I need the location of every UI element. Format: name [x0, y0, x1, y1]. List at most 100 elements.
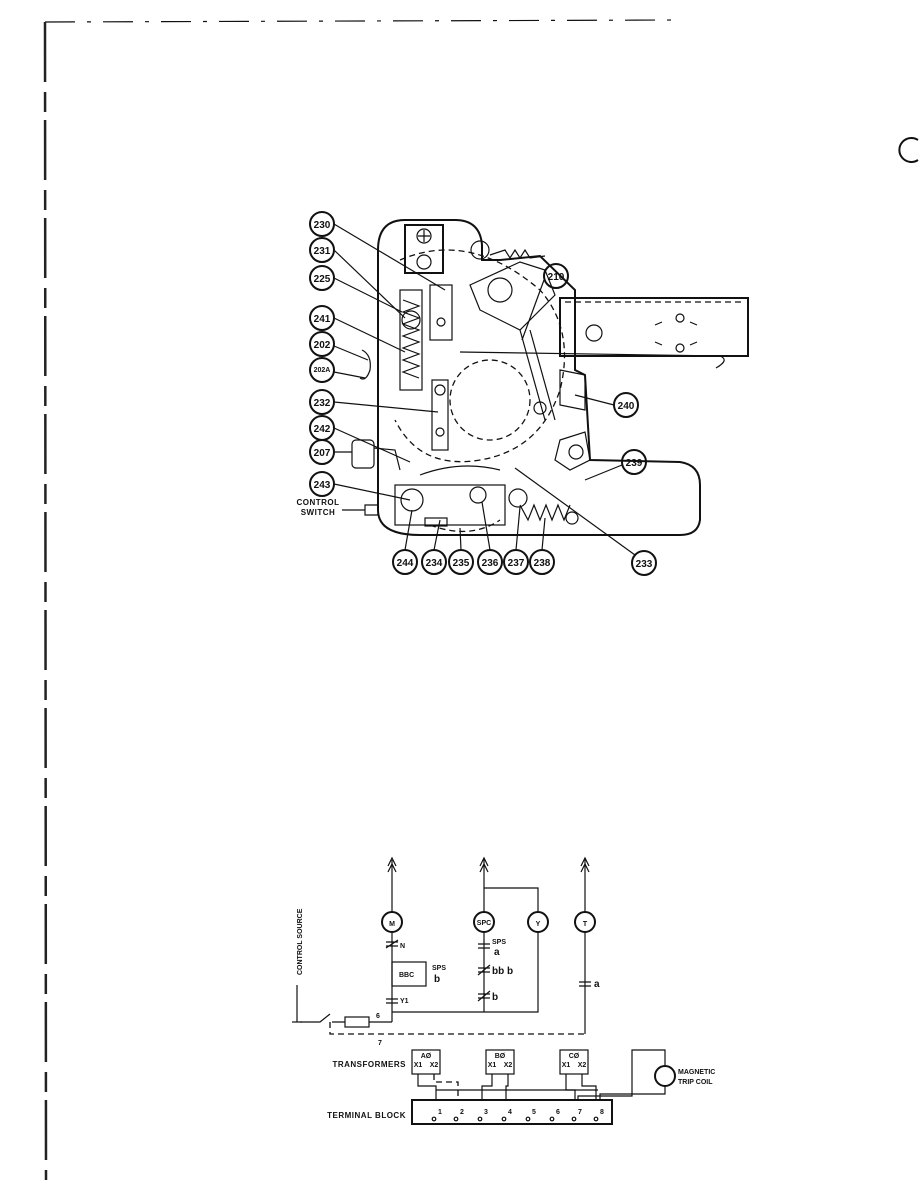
- callouts-bottom: 244 234 235 236 237 238: [392, 549, 555, 575]
- transformer-a: AØ X1 X2: [411, 1049, 441, 1075]
- cam-outline: [394, 249, 566, 463]
- svg-text:202A: 202A: [314, 367, 331, 374]
- coil-t: T: [574, 911, 596, 933]
- svg-text:T: T: [583, 921, 588, 928]
- callout-236: 236: [477, 549, 503, 575]
- svg-text:bb b: bb b: [492, 966, 513, 977]
- callout-237: 237: [503, 549, 529, 575]
- scan-border: [43, 19, 919, 1181]
- svg-text:b: b: [434, 974, 440, 985]
- svg-text:238: 238: [534, 558, 551, 569]
- link-232: [431, 379, 449, 451]
- svg-text:207: 207: [314, 448, 331, 459]
- svg-text:202: 202: [314, 340, 331, 351]
- svg-text:BØ: BØ: [495, 1053, 506, 1060]
- svg-text:X1: X1: [488, 1062, 497, 1069]
- svg-text:242: 242: [314, 424, 331, 435]
- callout-244: 244: [392, 549, 418, 575]
- terminal-numbers: 1 2 3 4 5 6 7 8: [438, 1109, 604, 1116]
- coil-spc: SPC: [473, 911, 495, 933]
- callout-202: 202: [309, 331, 335, 357]
- svg-text:CØ: CØ: [569, 1053, 580, 1060]
- callout-202a: 202A: [309, 357, 335, 383]
- bottom-frame: [394, 484, 506, 526]
- svg-text:236: 236: [482, 558, 499, 569]
- svg-text:X1: X1: [562, 1062, 571, 1069]
- callouts-left: 230 231 225 241 202 202A 232 242 207 243: [309, 211, 335, 497]
- svg-text:SWITCH: SWITCH: [301, 508, 336, 517]
- closing-spring: [401, 299, 421, 379]
- wiring-diagram: CONTROL SOURCE M N BBC SPS b Y1 6 7 SPC …: [292, 856, 715, 1125]
- svg-text:TRIP COIL: TRIP COIL: [678, 1079, 713, 1086]
- svg-text:5: 5: [532, 1109, 536, 1116]
- callout-232: 232: [309, 389, 335, 415]
- callout-235: 235: [448, 549, 474, 575]
- svg-text:b: b: [492, 992, 498, 1003]
- callout-240: 240: [613, 392, 639, 418]
- svg-text:X1: X1: [414, 1062, 423, 1069]
- svg-text:a: a: [494, 947, 500, 958]
- svg-text:4: 4: [508, 1109, 512, 1116]
- svg-text:8: 8: [600, 1109, 604, 1116]
- svg-text:M: M: [389, 921, 395, 928]
- source-switch: [300, 1013, 345, 1023]
- svg-text:235: 235: [453, 558, 470, 569]
- svg-text:Y1: Y1: [400, 998, 409, 1005]
- svg-text:6: 6: [556, 1109, 560, 1116]
- svg-text:243: 243: [314, 480, 331, 491]
- svg-text:3: 3: [484, 1109, 488, 1116]
- terminal-block: [411, 1099, 613, 1125]
- svg-text:7: 7: [378, 1040, 382, 1047]
- callout-207: 207: [309, 439, 335, 465]
- mechanism-housing: [377, 219, 701, 536]
- svg-text:230: 230: [314, 220, 331, 231]
- control-source-label: CONTROL SOURCE: [297, 908, 304, 975]
- callouts-right: 210 240 239 233: [543, 263, 657, 576]
- latch-lever: [469, 261, 556, 331]
- rail-hole: [585, 324, 603, 342]
- svg-text:X2: X2: [504, 1062, 513, 1069]
- part-202: [359, 349, 371, 380]
- svg-text:CONTROL: CONTROL: [296, 498, 339, 507]
- svg-text:Y: Y: [536, 921, 541, 928]
- svg-text:239: 239: [626, 458, 643, 469]
- svg-text:2: 2: [460, 1109, 464, 1116]
- magnetic-trip-coil: MAGNETIC TRIP COIL: [577, 1049, 715, 1100]
- pawl-240: [559, 369, 586, 411]
- callout-231: 231: [309, 237, 335, 263]
- callout-leaders: [333, 223, 636, 556]
- callout-234: 234: [421, 549, 447, 575]
- link-231: [429, 284, 453, 341]
- fuse: [344, 1016, 370, 1028]
- svg-text:233: 233: [636, 559, 653, 570]
- svg-text:6: 6: [376, 1013, 380, 1020]
- bbc-loop: [391, 961, 427, 987]
- svg-text:234: 234: [426, 558, 443, 569]
- svg-text:X2: X2: [578, 1062, 587, 1069]
- svg-text:SPS: SPS: [492, 939, 506, 946]
- callout-210: 210: [543, 263, 569, 289]
- terminal-block-label: TERMINAL BLOCK: [327, 1111, 406, 1120]
- part-207: [351, 439, 375, 469]
- svg-text:232: 232: [314, 398, 331, 409]
- control-switch-body: [364, 504, 379, 516]
- svg-text:1: 1: [438, 1109, 442, 1116]
- svg-text:240: 240: [618, 401, 635, 412]
- transformer-c: CØ X1 X2: [559, 1049, 589, 1075]
- transformers-label: TRANSFORMERS: [332, 1060, 406, 1069]
- shaft-236: [469, 486, 487, 504]
- top-spring: [489, 248, 546, 260]
- callout-242: 242: [309, 415, 335, 441]
- coil-m: M: [381, 911, 403, 933]
- mechanism-drawing: [351, 219, 749, 536]
- svg-text:231: 231: [314, 246, 331, 257]
- callout-225: 225: [309, 265, 335, 291]
- svg-text:MAGNETIC: MAGNETIC: [678, 1069, 715, 1076]
- svg-text:237: 237: [508, 558, 525, 569]
- callout-233: 233: [631, 550, 657, 576]
- transformer-b: BØ X1 X2: [485, 1049, 515, 1075]
- svg-text:AØ: AØ: [421, 1053, 432, 1060]
- svg-text:X2: X2: [430, 1062, 439, 1069]
- callout-238: 238: [529, 549, 555, 575]
